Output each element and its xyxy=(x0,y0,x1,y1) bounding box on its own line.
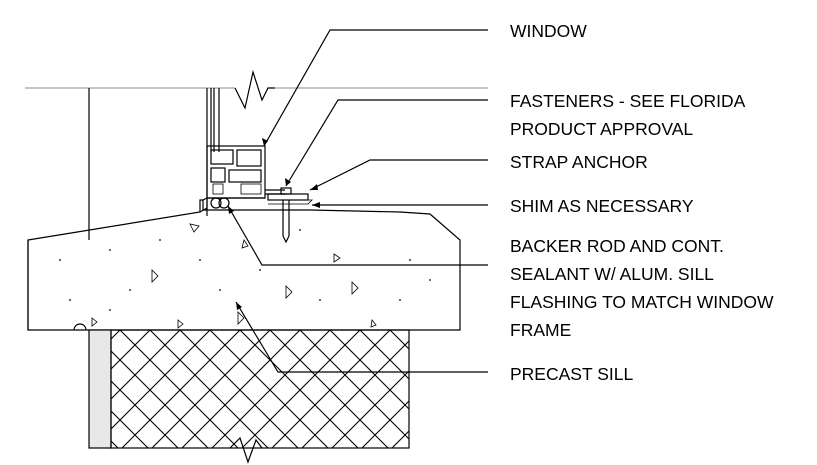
label-window: WINDOW xyxy=(510,21,587,41)
label-shim: SHIM AS NECESSARY xyxy=(510,196,694,216)
callout-labels: WINDOW FASTENERS - SEE FLORIDA PRODUCT A… xyxy=(510,21,774,384)
strap-anchor-assembly xyxy=(267,187,313,244)
label-backer-line3: FLASHING TO MATCH WINDOW xyxy=(510,292,774,312)
wall-above xyxy=(25,69,488,240)
label-precast-sill: PRECAST SILL xyxy=(510,364,633,384)
label-backer-line1: BACKER ROD AND CONT. xyxy=(510,236,724,256)
label-fasteners-line2: PRODUCT APPROVAL xyxy=(510,119,693,139)
leader-lines xyxy=(227,29,488,373)
label-backer-line2: SEALANT W/ ALUM. SILL xyxy=(510,264,714,284)
label-backer-line4: FRAME xyxy=(510,320,571,340)
label-strap-anchor: STRAP ANCHOR xyxy=(510,152,648,172)
wall-below xyxy=(88,329,410,464)
label-fasteners-line1: FASTENERS - SEE FLORIDA xyxy=(510,91,746,111)
